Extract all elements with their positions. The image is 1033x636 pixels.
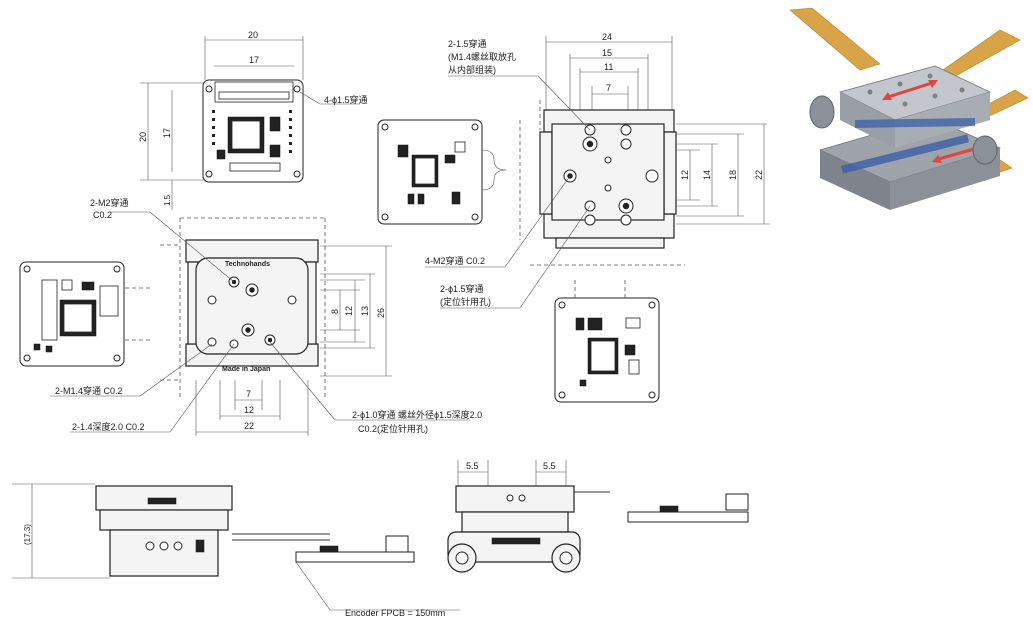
right-view: 24 15 11 7 12 — [425, 32, 770, 309]
side-view-right: 5.5 5.5 — [447, 460, 749, 573]
right-dim-12: 12 — [680, 170, 690, 180]
center-pcb-view — [377, 119, 507, 225]
front-pin-note-1: 2-ϕ1.0穿通 螺丝外径ϕ1.5深度2.0 — [352, 409, 482, 420]
left-pcb-view — [19, 261, 150, 367]
right-dim-18: 18 — [728, 170, 738, 180]
right-m2-note: 4-M2穿通 C0.2 — [425, 255, 485, 266]
right-dim-15: 15 — [602, 48, 612, 58]
front-view: Technohands Made in Japan 7 12 22 8 12 — [50, 197, 482, 436]
marking-made-in-japan: Made in Japan — [222, 366, 270, 373]
dim-12-horizontal: 12 — [244, 405, 254, 415]
right-dim-24: 24 — [602, 32, 612, 42]
dim-17-3: (17.3) — [23, 524, 32, 545]
front-center-block — [195, 257, 309, 355]
right-pin-note-1: 2-ϕ1.5穿通 — [440, 283, 484, 294]
dim-7: 7 — [246, 389, 251, 399]
right-m15-note-2: (M1.4螺丝取放孔 — [448, 51, 516, 62]
top-hole-note: 4-ϕ1.5穿通 — [324, 94, 368, 105]
right-dim-11: 11 — [604, 62, 613, 72]
dim-1-5: 1.5 — [163, 194, 172, 206]
right-m15-note-3: 从内部组装) — [448, 64, 496, 75]
dim-5-5-right: 5.5 — [543, 461, 556, 471]
dim-20-width: 20 — [248, 30, 258, 40]
dim-22-horizontal: 22 — [244, 421, 254, 431]
dim-12-vertical: 12 — [344, 306, 354, 316]
product-photo — [767, 7, 1033, 216]
dim-17-height: 17 — [162, 128, 172, 138]
dim-17-width: 17 — [249, 55, 259, 65]
right-m15-note-1: 2-1.5穿通 — [448, 38, 487, 49]
front-m2-chamfer: C0.2 — [93, 210, 112, 220]
front-depth-note: 2-1.4深度2.0 C0.2 — [72, 421, 145, 432]
fpcb-length-note: Encoder FPCB = 150mm — [345, 608, 445, 618]
dim-20-height: 20 — [138, 132, 148, 142]
front-m2-note: 2-M2穿通 — [90, 197, 129, 208]
right-dim-22: 22 — [754, 170, 764, 180]
marking-technohands: Technohands — [225, 261, 270, 268]
front-m14-note: 2-M1.4穿通 C0.2 — [55, 385, 123, 396]
front-pin-note-2: C0.2(定位针用孔) — [358, 423, 428, 434]
dim-5-5-left: 5.5 — [466, 461, 479, 471]
dim-13: 13 — [360, 306, 370, 316]
right-dim-7: 7 — [606, 83, 611, 93]
lower-pcb-view — [554, 280, 660, 403]
dim-26: 26 — [376, 308, 386, 318]
dim-8: 8 — [330, 309, 340, 314]
right-dim-14: 14 — [702, 170, 712, 180]
right-pin-note-2: (定位针用孔) — [440, 296, 491, 307]
fpcb-note: Encoder FPCB = 150mm — [295, 561, 460, 618]
side-view-left: (17.3) — [12, 483, 415, 579]
top-view: 20 17 20 17 1.5 4-ϕ1.5穿通 — [138, 30, 368, 210]
